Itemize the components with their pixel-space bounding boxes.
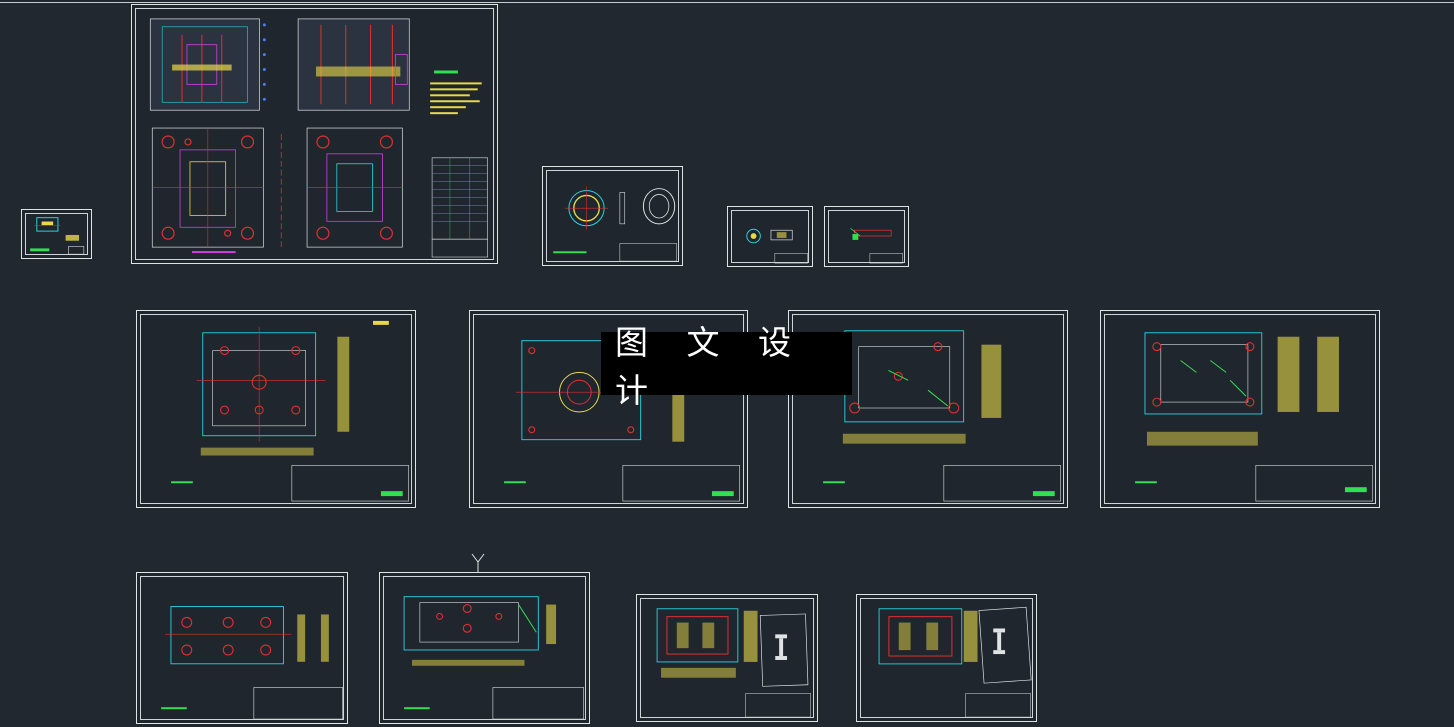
small-part-drawing-a	[746, 228, 808, 264]
plate-drawing-6	[403, 596, 584, 720]
sheet-inner-frame	[140, 314, 412, 504]
top-border-line	[0, 2, 1454, 3]
plate-drawing-5	[161, 606, 343, 720]
plate-sheet-4[interactable]	[1100, 310, 1380, 508]
tiny-sheet-drawing	[30, 217, 85, 255]
sheet-inner-frame	[731, 210, 809, 263]
sheet-inner-frame	[546, 170, 679, 262]
cavity-drawing-1	[656, 608, 811, 718]
cavity-sheet-1[interactable]	[636, 594, 818, 722]
sheet-inner-frame	[792, 314, 1064, 504]
ring-part-drawing	[553, 186, 677, 262]
cavity-drawing-2	[878, 606, 1032, 718]
assembly-drawing	[149, 18, 488, 258]
sheet-inner-frame	[135, 8, 494, 260]
watermark-label: 图 文 设 计	[601, 323, 852, 410]
ucs-axis-icon	[471, 553, 485, 572]
cavity-sheet-2[interactable]	[856, 594, 1037, 722]
sheet-inner-frame	[860, 598, 1033, 718]
plate-sheet-6[interactable]	[379, 572, 590, 724]
tiny-sheet[interactable]	[21, 209, 92, 259]
small-part-sheet-a[interactable]	[727, 206, 813, 267]
plate-drawing-4	[1135, 332, 1373, 502]
assembly-sheet[interactable]	[131, 4, 498, 264]
sheet-inner-frame	[1104, 314, 1376, 504]
sheet-inner-frame	[640, 598, 814, 718]
sheet-inner-frame	[473, 314, 744, 504]
plate-drawing-1	[171, 320, 409, 502]
plate-drawing-3	[823, 330, 1061, 502]
small-part-sheet-b[interactable]	[824, 206, 909, 267]
sheet-inner-frame	[25, 213, 88, 255]
plate-sheet-1[interactable]	[136, 310, 416, 508]
small-part-drawing-b	[850, 227, 904, 264]
sheet-inner-frame	[383, 576, 586, 720]
sheet-inner-frame	[140, 576, 344, 720]
sheet-inner-frame	[828, 210, 905, 263]
plate-sheet-5[interactable]	[136, 572, 348, 724]
ring-part-sheet[interactable]	[542, 166, 683, 266]
